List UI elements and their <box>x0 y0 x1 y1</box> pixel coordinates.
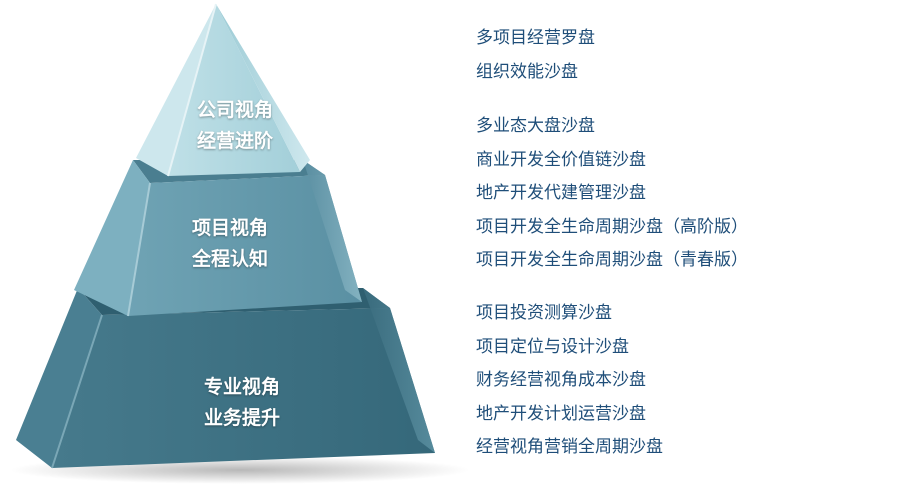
tier-middle-front <box>128 175 362 316</box>
list-item: 地产开发代建管理沙盘 <box>476 183 646 204</box>
tier-bottom-left <box>16 288 102 468</box>
list-item: 经营视角营销全周期沙盘 <box>476 437 663 458</box>
tier-middle-right <box>303 160 362 302</box>
tier-top-label-line1: 公司视角 <box>196 99 273 121</box>
tier-middle <box>74 160 362 317</box>
tier-top-item-list: 多项目经营罗盘 组织效能沙盘 <box>476 22 595 89</box>
list-item: 商业开发全价值链沙盘 <box>476 149 646 170</box>
tier-top-left <box>136 4 216 176</box>
list-item: 地产开发计划运营沙盘 <box>476 403 646 424</box>
tier-bottom-label-line2: 业务提升 <box>203 407 280 429</box>
list-item: 多项目经营罗盘 <box>476 28 595 48</box>
tier-top <box>136 3 310 177</box>
tier-bottom-front <box>52 308 435 468</box>
list-item: 项目开发全生命周期沙盘（高阶版） <box>476 216 748 237</box>
tier-top-label-line2: 经营进阶 <box>196 130 273 152</box>
list-item: 项目开发全生命周期沙盘（青春版） <box>476 250 748 271</box>
tier-middle-label: 项目视角 全程认知 <box>150 213 310 275</box>
tier-bottom-label: 专业视角 业务提升 <box>162 372 322 434</box>
tier-bottom-right <box>363 288 435 453</box>
tier-bottom-label-line1: 专业视角 <box>203 376 280 398</box>
tier-middle-left <box>74 160 150 316</box>
tier-middle-label-line2: 全程认知 <box>191 248 268 270</box>
list-item: 项目定位与设计沙盘 <box>476 336 629 357</box>
tier-top-label: 公司视角 经营进阶 <box>155 95 315 157</box>
list-item: 多业态大盘沙盘 <box>476 116 595 136</box>
tier-middle-item-list: 多业态大盘沙盘 商业开发全价值链沙盘 地产开发代建管理沙盘 项目开发全生命周期沙… <box>476 110 748 278</box>
tier-top-edge <box>167 3 217 177</box>
tier-bottom-edge <box>51 314 103 469</box>
tier-top-right <box>216 4 310 172</box>
tier-middle-edge <box>127 182 151 317</box>
tier-bottom-item-list: 项目投资测算沙盘 项目定位与设计沙盘 财务经营视角成本沙盘 地产开发计划运营沙盘… <box>476 297 663 465</box>
list-item: 项目投资测算沙盘 <box>476 303 612 323</box>
list-item: 财务经营视角成本沙盘 <box>476 370 646 391</box>
list-item: 组织效能沙盘 <box>476 61 578 82</box>
tier-top-front <box>168 4 300 176</box>
tier-middle-label-line1: 项目视角 <box>191 217 268 239</box>
